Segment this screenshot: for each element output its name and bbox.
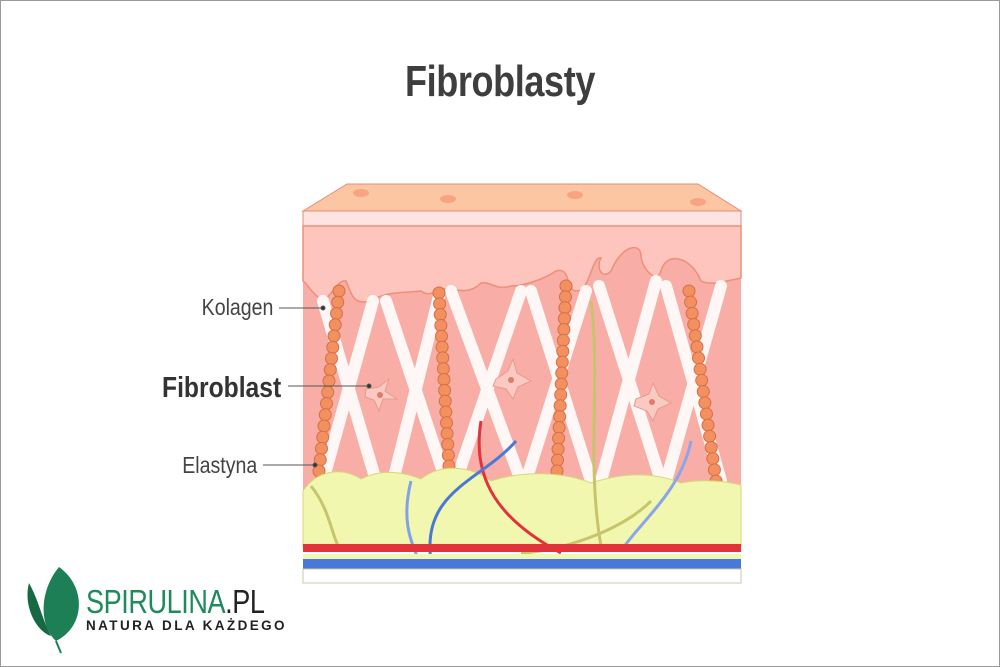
- elastin-bead: [441, 448, 455, 462]
- elastin-bead: [316, 430, 330, 444]
- elastin-bead: [435, 340, 449, 354]
- elastin-bead: [438, 394, 452, 408]
- elastin-bead: [437, 373, 451, 386]
- collagen-fibers: [317, 275, 727, 487]
- elastin-bead: [555, 355, 569, 369]
- elastin-bead: [554, 377, 568, 391]
- elastin-bead: [690, 340, 704, 354]
- vein: [303, 559, 741, 569]
- elastin-bead: [325, 352, 338, 365]
- elastin-bead: [332, 284, 346, 298]
- elastin-bead: [552, 420, 566, 434]
- elastin-bead: [684, 295, 698, 309]
- elastin-bead: [435, 329, 448, 343]
- elastin-bead: [553, 410, 567, 424]
- elastin-bead: [693, 362, 707, 376]
- elastin-bead: [557, 312, 571, 326]
- elastin-bead: [687, 318, 701, 332]
- elastin-bead: [551, 453, 565, 467]
- leaf-logo-icon: [27, 567, 79, 654]
- elastin-bead: [552, 431, 566, 445]
- elastin-bead: [440, 427, 454, 441]
- elastin-bead: [695, 373, 709, 387]
- skin-surface: [301, 183, 743, 212]
- elastin-bead: [432, 286, 446, 300]
- elastin-bead: [551, 442, 565, 456]
- elastin-bead: [559, 279, 573, 293]
- elastin-bead: [706, 452, 720, 466]
- brand-name: SPIRULINA.PL: [86, 583, 265, 620]
- pores: [353, 189, 706, 206]
- elastin-bead: [558, 290, 572, 304]
- elastin-bead: [707, 463, 721, 477]
- elastin-bead: [704, 440, 718, 454]
- elastin-bead: [553, 399, 567, 413]
- elastin-bead: [315, 442, 328, 455]
- elastin-bead: [436, 362, 450, 376]
- elastin-bead: [318, 408, 332, 422]
- elastin-bead: [703, 429, 717, 443]
- elastin-bead: [320, 397, 333, 410]
- elastin-bead: [556, 333, 570, 347]
- elastin-bead: [434, 318, 448, 332]
- elastin-bead: [698, 396, 712, 410]
- elastin-fibers: [312, 279, 723, 488]
- nerves-and-vessels: [309, 300, 693, 562]
- elastin-bead: [438, 383, 452, 397]
- elastin-bead: [439, 405, 453, 419]
- stratum-corneum: [302, 210, 742, 227]
- fat-layer: [302, 467, 742, 547]
- elastin-bead: [554, 388, 568, 402]
- elastin-bead: [321, 385, 335, 399]
- elastin-bead: [327, 329, 341, 343]
- label-fibroblast: Fibroblast: [161, 372, 281, 404]
- elastin-bead: [556, 344, 570, 358]
- label-collagen: Kolagen: [201, 294, 273, 320]
- elastin-bead: [322, 374, 336, 388]
- elastin-bead: [688, 329, 702, 343]
- page-title: Fibroblasty: [405, 57, 595, 106]
- fibroblast-nuclei: [377, 377, 655, 405]
- elastin-bead: [685, 306, 699, 320]
- elastin-bead: [555, 366, 569, 380]
- elastin-bead: [330, 307, 343, 320]
- elastin-bead: [326, 340, 340, 354]
- elastin-bead: [701, 418, 715, 432]
- elastin-bead: [699, 407, 713, 421]
- elastin-bead: [696, 385, 710, 399]
- elastin-bead: [436, 351, 450, 365]
- label-pointers: [263, 305, 372, 468]
- artery: [303, 544, 741, 552]
- elastin-bead: [558, 301, 572, 315]
- elastin-bead: [433, 297, 447, 311]
- label-elastin: Elastyna: [182, 452, 257, 478]
- elastin-bead: [441, 437, 455, 451]
- elastin-bead: [323, 363, 337, 377]
- elastin-bead: [682, 284, 696, 298]
- elastin-bead: [317, 419, 331, 433]
- elastin-bead: [433, 308, 447, 322]
- elastin-bead: [440, 416, 453, 430]
- brand-tagline: NATURA DLA KAŻDEGO: [86, 618, 287, 633]
- elastin-bead: [557, 323, 571, 337]
- elastin-bead: [331, 295, 345, 309]
- subcutis-base: [302, 568, 742, 584]
- brand-logo: SPIRULINA.PL NATURA DLA KAŻDEGO: [86, 583, 304, 633]
- elastin-bead: [328, 318, 342, 332]
- elastin-bead: [692, 351, 706, 365]
